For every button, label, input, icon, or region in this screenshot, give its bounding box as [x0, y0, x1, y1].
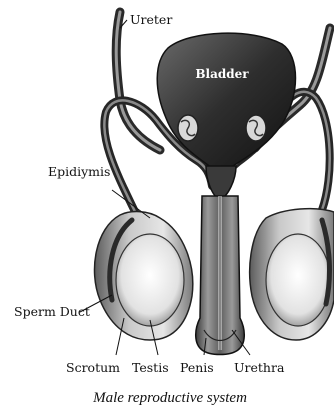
- label-testis: Testis: [132, 360, 169, 375]
- right-testis: [266, 234, 330, 326]
- label-ureter: Ureter: [130, 12, 172, 27]
- left-testis: [116, 234, 184, 326]
- label-urethra: Urethra: [234, 360, 285, 375]
- left-ureter: [116, 12, 160, 150]
- prostate: [206, 166, 236, 200]
- bladder-label: Bladder: [195, 67, 249, 81]
- figure-caption: Male reproductive system: [92, 390, 247, 406]
- left-seminal-vesicle: [178, 115, 198, 141]
- label-penis: Penis: [180, 360, 214, 375]
- right-seminal-vesicle: [246, 115, 266, 141]
- label-epididymis: Epidiymis: [48, 164, 110, 179]
- label-scrotum: Scrotum: [66, 360, 120, 375]
- label-sperm-duct: Sperm Duct: [14, 304, 90, 319]
